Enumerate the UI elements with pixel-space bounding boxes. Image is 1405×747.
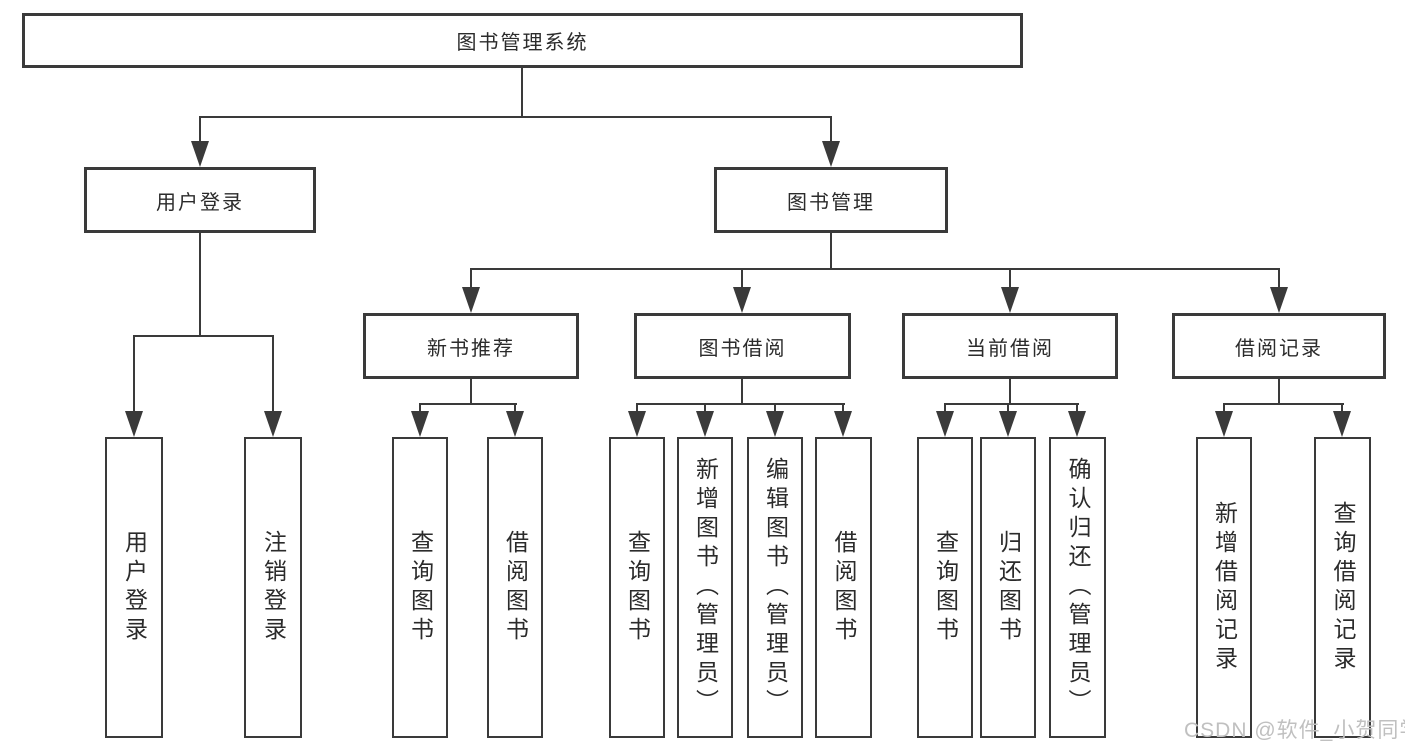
connector-vline <box>521 68 523 118</box>
arrow-down-icon <box>264 411 282 437</box>
arrow-down-icon <box>1068 411 1086 437</box>
arrow-down-icon <box>411 411 429 437</box>
connector-hline <box>1223 403 1344 405</box>
leaf-query-borrow-record: 查询借阅记录 <box>1314 437 1371 738</box>
node-label: 归还图书 <box>995 529 1022 646</box>
connector-vline <box>1076 403 1078 413</box>
connector-vline <box>1009 379 1011 405</box>
node-label: 确认归还（管理员） <box>1065 457 1091 718</box>
arrow-down-icon <box>1270 287 1288 313</box>
arrow-down-icon <box>822 141 840 167</box>
leaf-borrowing-query-books: 查询图书 <box>609 437 665 738</box>
leaf-add-borrow-record: 新增借阅记录 <box>1196 437 1252 738</box>
connector-vline <box>419 403 421 413</box>
connector-vline <box>199 116 201 144</box>
leaf-edit-books-admin: 编辑图书（管理员） <box>747 437 803 738</box>
arrow-down-icon <box>696 411 714 437</box>
node-label: 新增图书（管理员） <box>692 457 719 718</box>
node-label: 新书推荐 <box>427 337 515 360</box>
connector-vline <box>514 403 516 413</box>
node-label: 查询图书 <box>624 529 651 646</box>
node-label: 图书借阅 <box>698 337 787 360</box>
connector-hline <box>636 403 845 405</box>
node-label: 查询借阅记录 <box>1330 500 1356 675</box>
node-label: 借阅图书 <box>502 529 529 646</box>
connector-hline <box>419 403 517 405</box>
connector-vline <box>1223 403 1225 413</box>
connector-vline <box>470 268 472 289</box>
connector-vline <box>470 379 472 405</box>
node-label: 新增借阅记录 <box>1211 500 1238 675</box>
connector-vline <box>199 233 201 337</box>
arrow-down-icon <box>506 411 524 437</box>
connector-vline <box>1278 379 1280 405</box>
connector-vline <box>636 403 638 413</box>
leaf-user-login: 用户登录 <box>105 437 163 738</box>
leaf-logout: 注销登录 <box>244 437 302 738</box>
arrow-down-icon <box>999 411 1017 437</box>
leaf-recommend-borrow-books: 借阅图书 <box>487 437 543 738</box>
connector-vline <box>1278 268 1280 289</box>
connector-vline <box>1341 403 1343 413</box>
node-label: 用户登录 <box>156 191 244 214</box>
arrow-down-icon <box>462 287 480 313</box>
node-label: 查询图书 <box>407 529 434 646</box>
node-borrowing-records: 借阅记录 <box>1172 313 1386 379</box>
connector-hline <box>944 403 1079 405</box>
leaf-current-query-books: 查询图书 <box>917 437 973 738</box>
arrow-down-icon <box>191 141 209 167</box>
node-book-borrowing: 图书借阅 <box>634 313 851 379</box>
leaf-borrowing-borrow-books: 借阅图书 <box>815 437 872 738</box>
arrow-down-icon <box>834 411 852 437</box>
connector-vline <box>830 116 832 144</box>
connector-vline <box>704 403 706 413</box>
node-label: 图书管理系统 <box>456 32 589 54</box>
arrow-down-icon <box>1333 411 1351 437</box>
node-label: 查询图书 <box>932 529 959 646</box>
leaf-confirm-return-admin: 确认归还（管理员） <box>1049 437 1106 738</box>
node-label: 编辑图书（管理员） <box>762 457 789 718</box>
arrow-down-icon <box>1215 411 1233 437</box>
csdn-watermark: CSDN @软件_小贺同学 <box>1184 719 1405 742</box>
node-book-management: 图书管理 <box>714 167 948 233</box>
connector-vline <box>1009 268 1011 289</box>
arrow-down-icon <box>936 411 954 437</box>
connector-vline <box>272 335 274 413</box>
connector-hline <box>199 116 832 118</box>
arrow-down-icon <box>125 411 143 437</box>
connector-vline <box>741 268 743 289</box>
node-label: 用户登录 <box>121 529 148 646</box>
node-library-management-system: 图书管理系统 <box>22 13 1023 68</box>
connector-hline <box>470 268 1280 270</box>
node-label: 借阅图书 <box>831 529 857 646</box>
arrow-down-icon <box>1001 287 1019 313</box>
node-new-book-recommend: 新书推荐 <box>363 313 579 379</box>
connector-vline <box>774 403 776 413</box>
connector-vline <box>830 233 832 270</box>
connector-vline <box>944 403 946 413</box>
arrow-down-icon <box>766 411 784 437</box>
leaf-add-books-admin: 新增图书（管理员） <box>677 437 733 738</box>
node-label: 图书管理 <box>787 191 875 214</box>
arrow-down-icon <box>733 287 751 313</box>
node-user-login: 用户登录 <box>84 167 316 233</box>
leaf-return-books: 归还图书 <box>980 437 1036 738</box>
connector-vline <box>1007 403 1009 413</box>
node-label: 注销登录 <box>260 529 287 646</box>
node-current-borrowing: 当前借阅 <box>902 313 1118 379</box>
node-label: 当前借阅 <box>966 337 1054 360</box>
node-label: 借阅记录 <box>1235 337 1323 360</box>
arrow-down-icon <box>628 411 646 437</box>
connector-vline <box>741 379 743 405</box>
connector-vline <box>133 335 135 413</box>
connector-hline <box>133 335 274 337</box>
connector-vline <box>842 403 844 413</box>
leaf-recommend-query-books: 查询图书 <box>392 437 448 738</box>
